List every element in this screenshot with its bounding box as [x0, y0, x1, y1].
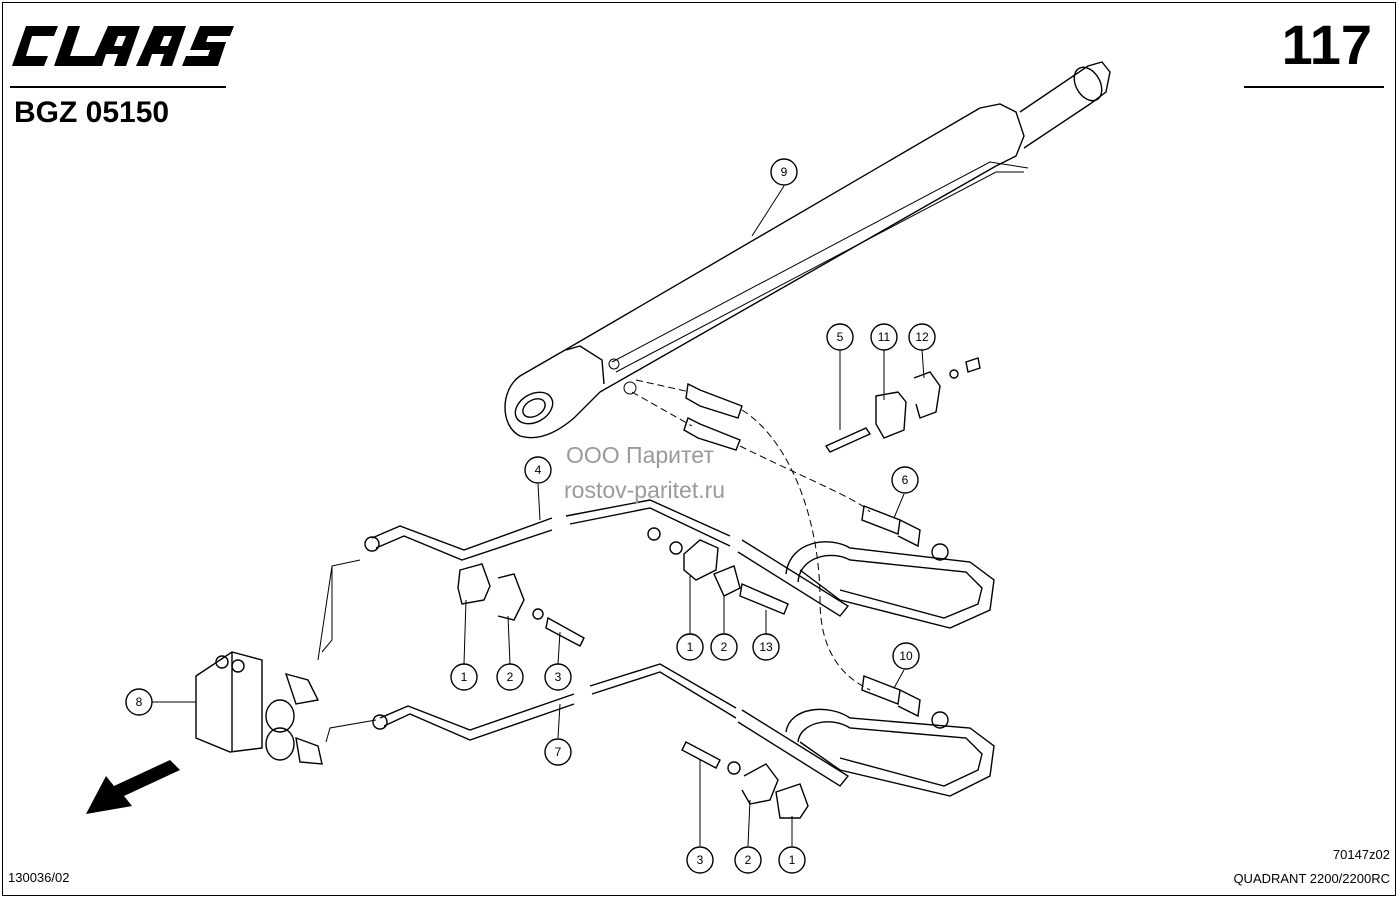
callout-4: 4	[524, 456, 552, 484]
callout-3-middle-left: 3	[544, 663, 572, 691]
svg-text:12: 12	[915, 330, 929, 344]
callout-5: 5	[826, 323, 854, 351]
callout-9: 9	[770, 158, 798, 186]
svg-text:5: 5	[837, 330, 844, 344]
svg-text:2: 2	[745, 853, 752, 867]
page-number-underline	[1244, 86, 1384, 88]
svg-text:8: 8	[136, 695, 143, 709]
svg-text:13: 13	[759, 640, 773, 654]
pipe-assembly-lower	[372, 663, 995, 797]
pipe-assembly-upper	[321, 499, 995, 653]
svg-text:10: 10	[899, 649, 913, 663]
callout-2-bottom: 2	[734, 846, 762, 874]
callout-1-middle-right: 1	[676, 633, 704, 661]
leader-lines	[152, 185, 925, 847]
svg-text:11: 11	[878, 330, 891, 344]
callout-6: 6	[891, 466, 919, 494]
watermark-company: ООО Паритет	[566, 442, 714, 468]
svg-text:1: 1	[461, 670, 468, 684]
svg-text:3: 3	[555, 670, 562, 684]
callout-11: 11	[870, 323, 898, 351]
svg-text:1: 1	[789, 853, 796, 867]
clamps-middle	[457, 527, 789, 647]
callout-3-bottom: 3	[686, 846, 714, 874]
callout-8: 8	[125, 688, 153, 716]
svg-text:6: 6	[902, 473, 909, 487]
hydraulic-cylinder	[504, 61, 1111, 439]
footer-drawing-ref: 70147z02	[1332, 847, 1390, 862]
clamps-lower	[681, 741, 809, 819]
watermark-site: rostov-paritet.ru	[564, 477, 726, 503]
svg-text:2: 2	[507, 670, 514, 684]
direction-arrow	[86, 760, 180, 814]
clamp-group-upper	[824, 357, 981, 453]
callout-12: 12	[908, 323, 936, 351]
page-number: 117	[1281, 13, 1372, 76]
svg-text:9: 9	[781, 165, 788, 179]
callout-1-bottom: 1	[778, 846, 806, 874]
callout-7: 7	[544, 738, 572, 766]
svg-text:7: 7	[555, 745, 562, 759]
cylinder-fittings	[631, 379, 871, 691]
svg-text:3: 3	[697, 853, 704, 867]
callout-1-middle-left: 1	[450, 663, 478, 691]
svg-text:1: 1	[687, 640, 694, 654]
footer-left-code: 130036/02	[8, 870, 70, 885]
svg-text:2: 2	[721, 640, 728, 654]
document-code: BGZ 05150	[14, 96, 170, 129]
callout-10: 10	[892, 642, 920, 670]
callout-2-middle-right: 2	[710, 633, 738, 661]
logo-underline	[10, 86, 226, 88]
callout-2-middle-left: 2	[496, 663, 524, 691]
footer-model: QUADRANT 2200/2200RC	[1233, 871, 1390, 886]
claas-logo	[12, 26, 234, 66]
valve-block	[195, 565, 377, 765]
callout-13: 13	[752, 633, 780, 661]
svg-text:4: 4	[535, 463, 542, 477]
